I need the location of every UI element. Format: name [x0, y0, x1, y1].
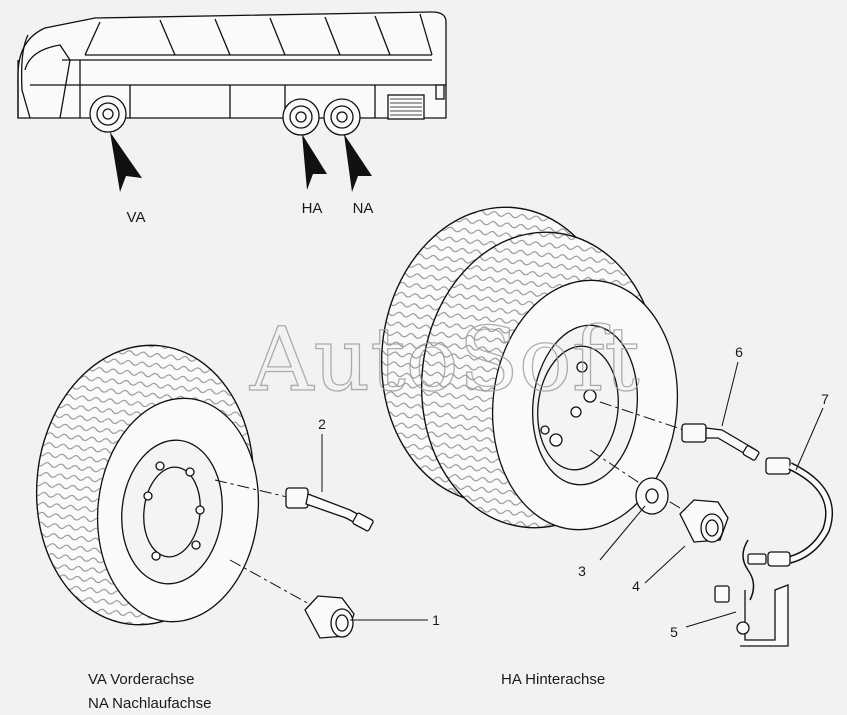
wheel-nut — [304, 595, 355, 639]
hose-bracket — [714, 539, 789, 647]
part-number-4: 4 — [632, 578, 640, 594]
bus-illustration — [17, 11, 447, 136]
legend-ha: HA Hinterachse — [501, 671, 606, 688]
rear-dual-tires — [380, 206, 679, 531]
part-number-3: 3 — [578, 563, 586, 579]
valve-pipe — [681, 423, 760, 461]
part-number-5: 5 — [670, 624, 678, 640]
part-number-6: 6 — [735, 344, 743, 360]
valve-extension — [285, 487, 374, 532]
tag-axle-label: NA — [353, 200, 374, 217]
legend-va: VA Vorderachse — [88, 671, 195, 688]
dual-wheel-nut — [679, 499, 729, 543]
front-axle-arrow — [110, 132, 142, 192]
legend-na: NA Nachlaufachse — [88, 695, 212, 712]
tag-axle-arrow — [344, 134, 372, 192]
washer — [635, 477, 669, 515]
front-tire — [35, 344, 260, 626]
front-axle-label: VA — [127, 209, 146, 226]
part-number-2: 2 — [318, 416, 326, 432]
rear-axle-arrow — [302, 134, 327, 190]
valve-hose — [747, 457, 834, 567]
part-number-7: 7 — [821, 391, 829, 407]
part-number-1: 1 — [432, 612, 440, 628]
rear-axle-label: HA — [302, 200, 323, 217]
watermark: AutoSoft — [249, 308, 640, 411]
